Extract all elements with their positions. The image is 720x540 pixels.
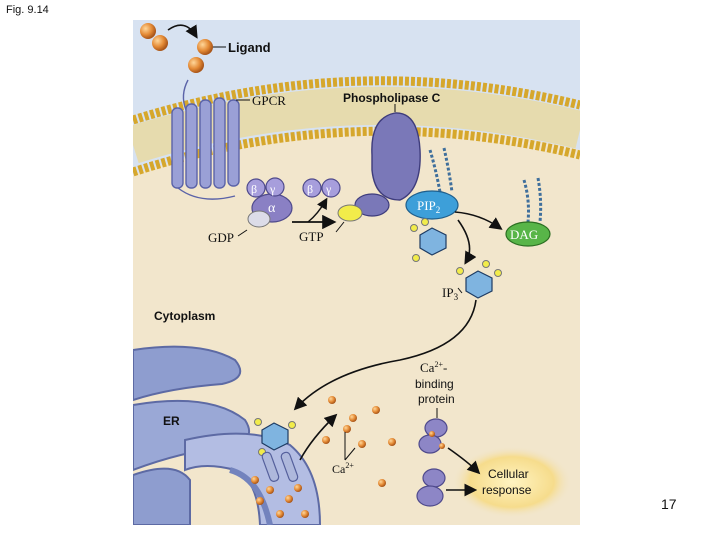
- gamma-subunit-free: γ: [325, 182, 332, 196]
- cellular-response-glow: [452, 446, 572, 518]
- svg-text:Ca2+-: Ca2+-: [420, 360, 447, 375]
- er-label: ER: [163, 414, 180, 428]
- binding-protein-line2: binding: [415, 377, 454, 391]
- pip2-label: PIP: [417, 198, 436, 213]
- cellular-response-line1: Cellular: [488, 467, 529, 481]
- beta-subunit: β: [251, 182, 257, 196]
- gpcr-label: GPCR: [252, 93, 286, 108]
- beta-subunit-free: β: [307, 182, 313, 196]
- calcium-label: Ca: [332, 462, 346, 476]
- gdp-label: GDP: [208, 230, 234, 245]
- ligand-molecule-bound: [188, 57, 204, 73]
- gamma-subunit: γ: [269, 182, 276, 196]
- binding-protein-line3: protein: [418, 392, 455, 406]
- binding-protein-dash: -: [443, 360, 447, 375]
- cellular-response-line2: response: [482, 483, 532, 497]
- gtp-label: GTP: [299, 229, 324, 244]
- ligand-molecule-bound: [197, 39, 213, 55]
- slide-number: 17: [661, 496, 677, 512]
- ip3-label: IP: [442, 285, 454, 300]
- ligand-label: Ligand: [228, 40, 271, 55]
- ligand-molecule: [152, 35, 168, 51]
- ligand-molecule: [140, 23, 156, 39]
- alpha-subunit: α: [268, 201, 276, 216]
- cytoplasm-label: Cytoplasm: [154, 309, 215, 323]
- ip3-subscript: 3: [454, 292, 459, 302]
- pip2-subscript: 2: [436, 205, 441, 215]
- phospholipase-c-label: Phospholipase C: [343, 91, 441, 105]
- calcium-superscript: 2+: [345, 461, 354, 470]
- binding-protein-ca: Ca: [420, 360, 435, 375]
- dag-label: DAG: [510, 227, 538, 242]
